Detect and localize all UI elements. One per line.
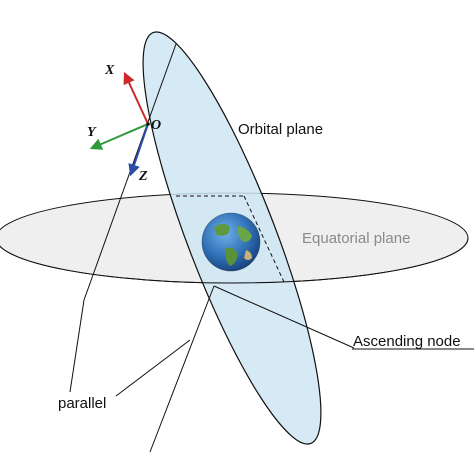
- equatorial-plane-label: Equatorial plane: [302, 230, 410, 247]
- origin-label: O: [151, 118, 161, 133]
- origin-point: [146, 122, 150, 126]
- dashed-line-right: [243, 195, 285, 283]
- ascending-node-label: Ascending node: [353, 333, 461, 350]
- earth-globe: [201, 212, 261, 272]
- equatorial-front-rim: [0, 237, 469, 284]
- ascending-node-pointer: [213, 285, 355, 349]
- parallel-label: parallel: [58, 395, 106, 412]
- axis-z-label: Z: [138, 169, 148, 184]
- node-line-lower: [149, 285, 215, 453]
- orbital-plane-label: Orbital plane: [238, 121, 323, 138]
- axis-y-label: Y: [87, 125, 97, 140]
- parallel-pointer-left: [69, 299, 85, 393]
- axis-z-arrow: [128, 123, 149, 177]
- axis-x-label: X: [104, 63, 115, 78]
- parallel-pointer-right: [115, 339, 191, 397]
- axis-y-arrow: [89, 123, 149, 150]
- axis-x-arrow: [123, 71, 149, 125]
